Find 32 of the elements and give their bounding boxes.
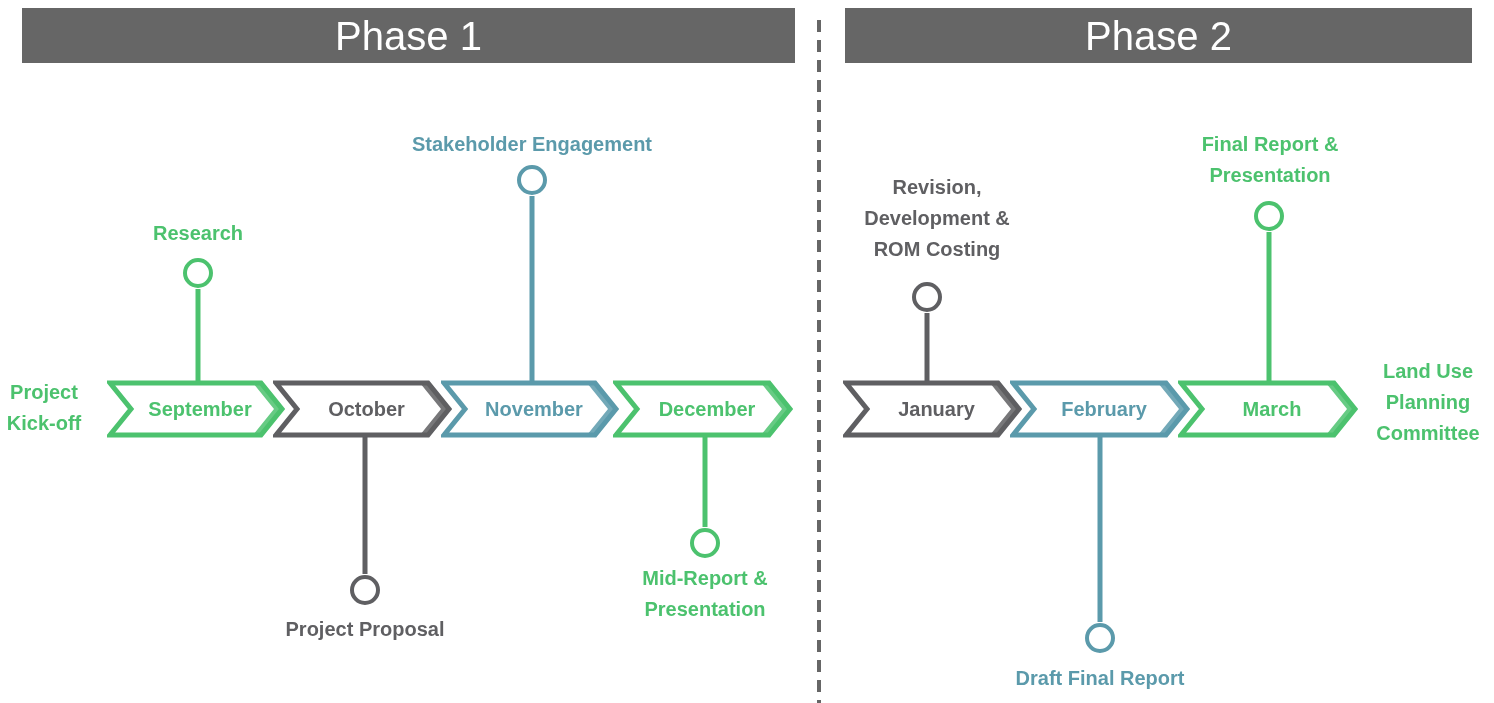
- milestone-label: Stakeholder Engagement: [410, 131, 654, 157]
- milestone-circle: [1253, 200, 1285, 232]
- connector-line: [195, 289, 201, 382]
- connector-line: [529, 196, 535, 382]
- milestone-circle: [1084, 622, 1116, 654]
- connector-line: [924, 313, 930, 382]
- timeline-end-label: Project Kick-off: [5, 380, 83, 436]
- connector-line: [702, 436, 708, 527]
- month-step: December: [613, 380, 793, 438]
- month-step: February: [1010, 380, 1190, 438]
- phase-header-bar: Phase 1: [22, 8, 795, 63]
- connector-line: [362, 436, 368, 574]
- milestone-label: Project Proposal: [284, 616, 446, 642]
- phase-header-bar: Phase 2: [845, 8, 1472, 63]
- month-step: January: [843, 380, 1022, 438]
- month-step: November: [441, 380, 619, 438]
- milestone-label: Revision, Development & ROM Costing: [863, 174, 1011, 262]
- connector-line: [1266, 232, 1272, 382]
- milestone-label: Research: [151, 220, 245, 246]
- month-step: October: [273, 380, 452, 438]
- milestone-label: Draft Final Report: [1014, 665, 1186, 691]
- milestone-circle: [349, 574, 381, 606]
- milestone-circle: [516, 164, 548, 196]
- timeline-end-label: Land Use Planning Committee: [1375, 358, 1481, 446]
- milestone-label: Mid-Report & Presentation: [641, 566, 769, 622]
- milestone-label: Final Report & Presentation: [1200, 132, 1340, 188]
- month-step: March: [1178, 380, 1358, 438]
- milestone-circle: [689, 527, 721, 559]
- month-step: September: [107, 380, 285, 438]
- milestone-circle: [911, 281, 943, 313]
- milestone-circle: [182, 257, 214, 289]
- connector-line: [1097, 436, 1103, 622]
